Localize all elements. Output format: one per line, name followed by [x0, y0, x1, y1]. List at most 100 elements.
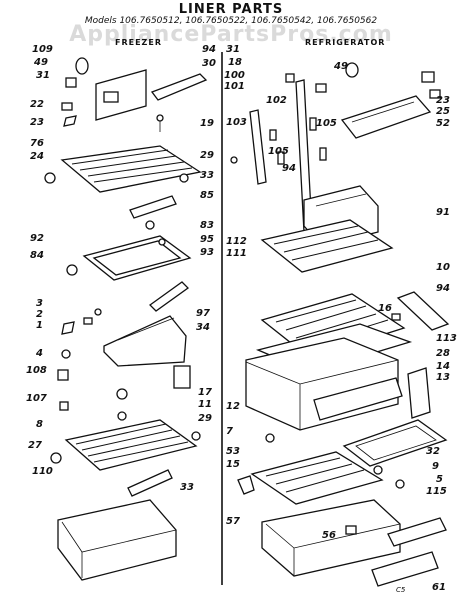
callout-label: 31: [226, 44, 240, 55]
light-shield-part: [150, 73, 208, 101]
callout-label: 11: [198, 399, 212, 410]
callout-label: 29: [198, 413, 212, 424]
callout-label: 22: [30, 99, 44, 110]
callout-label: 94: [436, 283, 450, 294]
lower-pan-57-part: [261, 499, 401, 577]
socket-18-part: [285, 73, 295, 83]
callout-label: 57: [226, 516, 240, 527]
callout-label: 97: [196, 308, 210, 319]
callout-label: 13: [436, 372, 450, 383]
shelf-trim-33-part: [127, 469, 173, 497]
callout-label: 105: [316, 118, 337, 129]
callout-label: 105: [268, 146, 289, 157]
watermark: AppliancePartsPros.com: [69, 22, 393, 47]
part-108: [57, 369, 69, 381]
light-socket-part: [65, 77, 77, 88]
callout-label: 94: [282, 163, 296, 174]
callout-label: 31: [36, 70, 50, 81]
callout-label: 4: [36, 348, 43, 359]
callout-label: 7: [226, 426, 233, 437]
callout-label: 23: [30, 117, 44, 128]
callout-label: 16: [378, 303, 392, 314]
crisper-front-14-part: [313, 377, 403, 421]
callout-label: 25: [436, 106, 450, 117]
part-100: [315, 83, 327, 93]
callout-label: 93: [200, 247, 214, 258]
callout-label: 84: [30, 250, 44, 261]
shelf-trim-85-part: [129, 195, 177, 219]
clip-23-part: [63, 115, 77, 127]
shelf-rail-93-part: [148, 281, 190, 312]
callout-label: 108: [26, 365, 47, 376]
shelf-clip-95-part: [66, 264, 78, 276]
callout-label: 111: [226, 248, 247, 259]
wire-shelf-lower-part: [64, 419, 198, 471]
shelf-support-29-part: [179, 173, 189, 183]
callout-label: 8: [36, 419, 43, 430]
clip-56-part: [345, 525, 357, 535]
callout-label: 30: [202, 58, 216, 69]
callout-label: 9: [432, 461, 439, 472]
callout-label: 5: [436, 474, 443, 485]
model-numbers: Models 106.7650512, 106.7650522, 106.765…: [84, 16, 378, 26]
clip-102-part: [269, 129, 277, 141]
screw-3-part: [94, 308, 102, 316]
callout-label: 76: [30, 138, 44, 149]
shelf-ladder-103-part: [249, 109, 267, 185]
callout-label: 2: [36, 309, 43, 320]
screw-103-part: [230, 156, 238, 164]
callout-label: 34: [196, 322, 210, 333]
callout-label: 102: [266, 95, 287, 106]
page-title: LINER PARTS: [178, 2, 284, 17]
callout-label: 61: [432, 582, 446, 593]
callout-label: 92: [30, 233, 44, 244]
ice-bin-part: [103, 315, 187, 367]
callout-label: 101: [224, 81, 245, 92]
part-105c: [319, 147, 327, 161]
roller-7-part: [265, 433, 275, 443]
callout-label: 17: [198, 387, 212, 398]
callout-label: 10: [436, 262, 450, 273]
shelf-support-29b-part: [191, 431, 201, 441]
callout-label: 103: [226, 117, 247, 128]
callout-label: 23: [436, 95, 450, 106]
part-105b: [277, 151, 285, 165]
control-panel-52-part: [340, 95, 432, 139]
shelf-part-83: [145, 220, 155, 230]
callout-label: 14: [436, 361, 450, 372]
callout-label: 85: [200, 190, 214, 201]
callout-label: 3: [36, 298, 43, 309]
callout-label: 29: [200, 150, 214, 161]
callout-label: 53: [226, 446, 240, 457]
light-bulb-r-part: [345, 62, 359, 78]
clip-16-part: [391, 313, 401, 321]
freezer-heading: FREEZER: [115, 38, 162, 47]
callout-label: 113: [436, 333, 457, 344]
callout-label: 110: [32, 466, 53, 477]
callout-label: 33: [180, 482, 194, 493]
part-107: [59, 401, 69, 411]
page-mark: C5: [396, 586, 406, 594]
callout-label: 91: [436, 207, 450, 218]
stud-9-part: [373, 465, 383, 475]
callout-label: 100: [224, 70, 245, 81]
callout-label: 52: [436, 118, 450, 129]
handle-15-part: [237, 475, 255, 495]
callout-label: 83: [200, 220, 214, 231]
bracket-1-part: [61, 321, 75, 335]
trim-61-part: [371, 551, 439, 587]
knob-4-part: [61, 349, 71, 359]
callout-label: 33: [200, 170, 214, 181]
callout-label: 94: [202, 44, 216, 55]
callout-label: 27: [28, 440, 42, 451]
callout-label: 49: [34, 57, 48, 68]
callout-label: 32: [426, 446, 440, 457]
callout-label: 109: [32, 44, 53, 55]
callout-label: 18: [228, 57, 242, 68]
freezer-basket-part: [57, 499, 177, 581]
wire-shelf-upper-part: [60, 145, 202, 193]
bracket-22-part: [61, 102, 73, 111]
callout-label: 12: [226, 401, 240, 412]
crisper-side-32-part: [407, 367, 431, 419]
